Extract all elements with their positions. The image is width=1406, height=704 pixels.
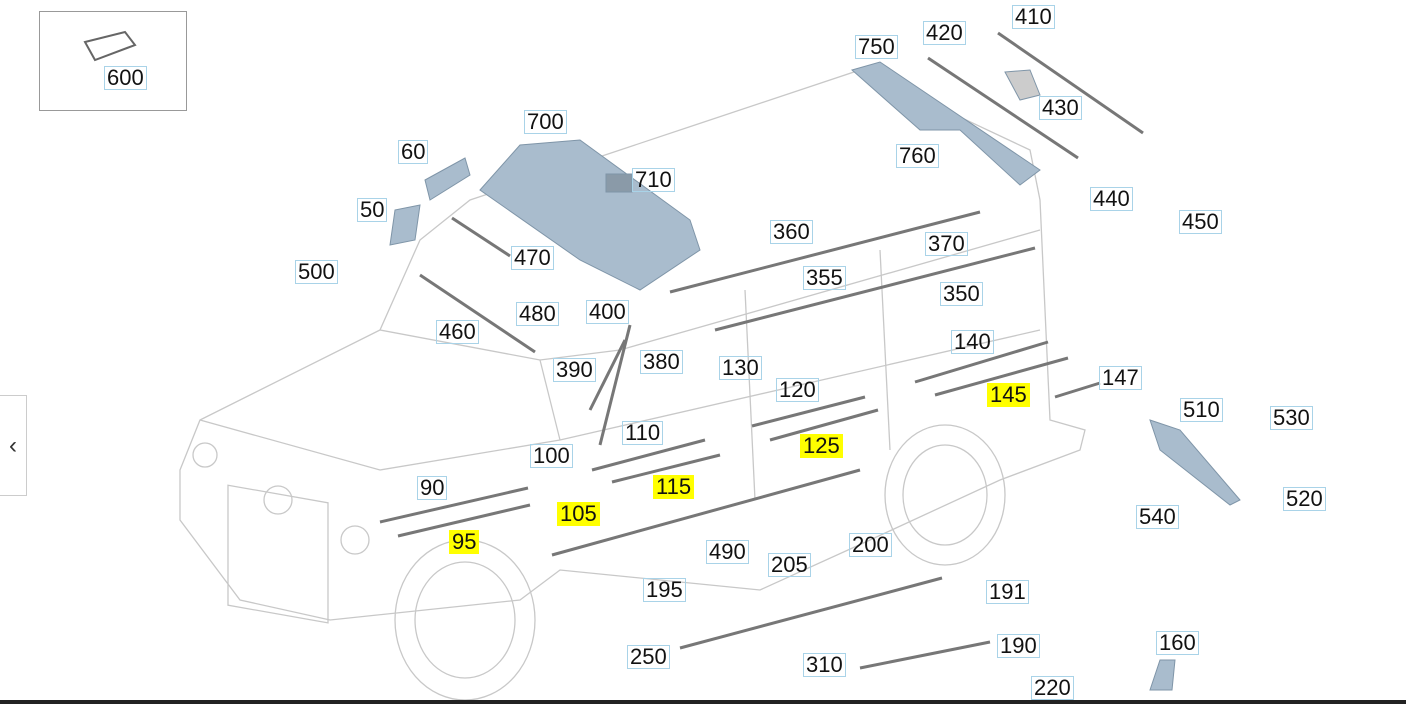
- callout-200[interactable]: 200: [849, 533, 892, 557]
- callout-90[interactable]: 90: [417, 476, 448, 500]
- callout-105[interactable]: 105: [557, 502, 600, 526]
- callout-110[interactable]: 110: [622, 421, 664, 445]
- callout-220[interactable]: 220: [1031, 676, 1074, 700]
- callout-490[interactable]: 490: [706, 540, 749, 564]
- callout-147[interactable]: 147: [1099, 366, 1142, 390]
- callout-410[interactable]: 410: [1012, 5, 1055, 29]
- callout-140[interactable]: 140: [951, 330, 994, 354]
- callout-710[interactable]: 710: [632, 168, 675, 192]
- callout-420[interactable]: 420: [923, 21, 966, 45]
- callout-191[interactable]: 191: [986, 580, 1029, 604]
- callout-530[interactable]: 530: [1270, 406, 1313, 430]
- callout-145[interactable]: 145: [987, 383, 1030, 407]
- callout-115[interactable]: 115: [653, 475, 695, 499]
- callout-370[interactable]: 370: [925, 232, 968, 256]
- callout-440[interactable]: 440: [1090, 187, 1133, 211]
- callout-125[interactable]: 125: [800, 434, 843, 458]
- callout-470[interactable]: 470: [511, 246, 554, 270]
- callout-350[interactable]: 350: [940, 282, 983, 306]
- callout-355[interactable]: 355: [803, 266, 846, 290]
- callout-400[interactable]: 400: [586, 300, 629, 324]
- callout-190[interactable]: 190: [997, 634, 1040, 658]
- callout-250[interactable]: 250: [627, 645, 670, 669]
- callout-360[interactable]: 360: [770, 220, 813, 244]
- callout-500[interactable]: 500: [295, 260, 338, 284]
- callout-750[interactable]: 750: [855, 35, 898, 59]
- callout-50[interactable]: 50: [357, 198, 388, 222]
- callout-540[interactable]: 540: [1136, 505, 1179, 529]
- callout-430[interactable]: 430: [1039, 96, 1082, 120]
- callout-460[interactable]: 460: [436, 320, 479, 344]
- callout-195[interactable]: 195: [643, 578, 686, 602]
- callout-520[interactable]: 520: [1283, 487, 1326, 511]
- callout-390[interactable]: 390: [553, 358, 596, 382]
- callout-600[interactable]: 600: [104, 66, 147, 90]
- callout-310[interactable]: 310: [803, 653, 846, 677]
- callout-60[interactable]: 60: [398, 140, 429, 164]
- callout-160[interactable]: 160: [1156, 631, 1199, 655]
- callout-380[interactable]: 380: [640, 350, 683, 374]
- callout-450[interactable]: 450: [1179, 210, 1222, 234]
- callout-95[interactable]: 95: [449, 530, 480, 554]
- previous-button[interactable]: ‹: [0, 395, 27, 496]
- callout-120[interactable]: 120: [776, 378, 819, 402]
- callout-100[interactable]: 100: [530, 444, 573, 468]
- callout-510[interactable]: 510: [1180, 398, 1223, 422]
- bottom-border: [0, 700, 1406, 704]
- chevron-left-icon: ‹: [9, 431, 17, 459]
- callout-760[interactable]: 760: [896, 144, 939, 168]
- callout-205[interactable]: 205: [768, 553, 811, 577]
- inset-detail-box: [39, 11, 187, 111]
- callout-130[interactable]: 130: [719, 356, 762, 380]
- callout-700[interactable]: 700: [524, 110, 567, 134]
- callout-480[interactable]: 480: [516, 302, 559, 326]
